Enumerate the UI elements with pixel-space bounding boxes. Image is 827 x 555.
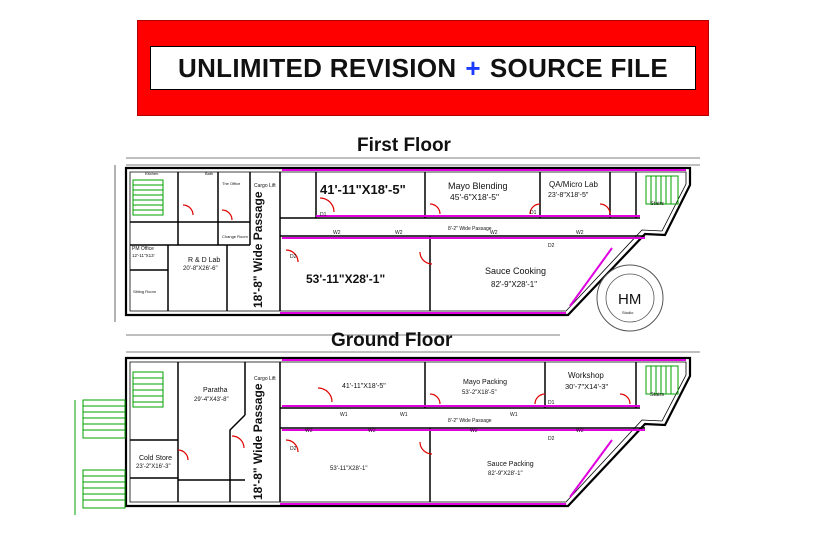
room-size: 53'-2"X18'-5" [462,390,497,396]
passage-label: 8'-2" Wide Passage [448,226,492,232]
room-label: R & D Lab [188,257,220,264]
first-floor-title: First Floor [357,135,451,156]
door-tag: D2 [290,446,297,452]
hm-logo: HM Studio [596,264,664,332]
room-size: 45'-6"X18'-5" [450,192,499,202]
room-label: PM Office [132,246,154,252]
room-size: 23'-8"X18'-5" [548,192,589,199]
room-label: Paratha [203,387,228,394]
room-label: Sauce Cooking [485,266,546,276]
banner: UNLIMITED REVISION + SOURCE FILE [137,20,709,116]
room-label: Sitting Room [133,289,157,294]
room-size: 30'-7"X14'-3" [565,382,609,391]
first-floor-plan: 41'-11"X18'-5" Mayo Blending 45'-6"X18'-… [114,157,700,336]
room-size: 41'-11"X18'-5" [342,383,386,390]
window-tag: W2 [490,230,498,236]
door-tag: D1 [548,400,555,406]
banner-right-text: SOURCE FILE [489,52,668,83]
room-label: Mayo Packing [463,379,507,386]
room-label: Stairs [650,201,664,207]
window-tag: W2 [333,230,341,236]
room-label: Mayo Blending [448,181,508,191]
door-tag: D2 [548,436,555,442]
room-size: 29'-4"X43'-8" [194,397,229,403]
room-size: 12'-11"X13' [132,253,155,258]
room-size: 23'-2"X16'-3" [136,464,171,470]
door-tag: D1 [320,212,327,218]
room-size: 53'-11"X28'-1" [306,272,385,286]
room-label: Kitchen [145,171,158,176]
passage-label: 18'-8" Wide Passage [251,383,265,500]
window-tag: W2 [470,428,478,434]
plus-icon: + [465,52,481,83]
window-tag: W2 [576,230,584,236]
room-label: Change Room [222,234,248,239]
room-label: Bath [205,171,213,176]
room-label: Workshop [568,371,604,380]
banner-left-text: UNLIMITED REVISION [178,52,457,83]
door-tag: D2 [290,254,297,260]
ground-floor-plan: Paratha 29'-4"X43'-8" Cargo Lift 41'-11"… [74,351,700,515]
room-label: Cargo Lift [254,183,276,189]
window-tag: W2 [305,428,313,434]
passage-label: 18'-8" Wide Passage [251,191,265,308]
window-tag: W1 [400,412,408,418]
logo-sub: Studio [622,310,634,315]
room-label: Sauce Packing [487,461,534,468]
logo-letters: HM [618,291,641,308]
window-tag: W1 [510,412,518,418]
room-label: QA/Micro Lab [549,180,598,189]
door-tag: D2 [548,243,555,249]
room-label: Stairs [650,392,664,398]
window-tag: W1 [340,412,348,418]
room-size: 82'-9"X28'-1" [488,471,523,477]
room-size: 53'-11"X28'-1" [330,466,367,472]
window-tag: W2 [576,428,584,434]
passage-label: 8'-2" Wide Passage [448,418,492,424]
room-size: 41'-11"X18'-5" [320,182,406,197]
room-label: The Office [222,181,241,186]
room-label: Cold Store [139,455,172,462]
room-size: 82'-9"X28'-1" [491,280,537,289]
window-tag: W2 [395,230,403,236]
banner-text: UNLIMITED REVISION + SOURCE FILE [150,46,696,90]
room-label: Cargo Lift [254,376,276,382]
room-size: 20'-8"X26'-6" [183,266,218,272]
door-tag: D1 [530,210,537,216]
window-tag: W2 [368,428,376,434]
